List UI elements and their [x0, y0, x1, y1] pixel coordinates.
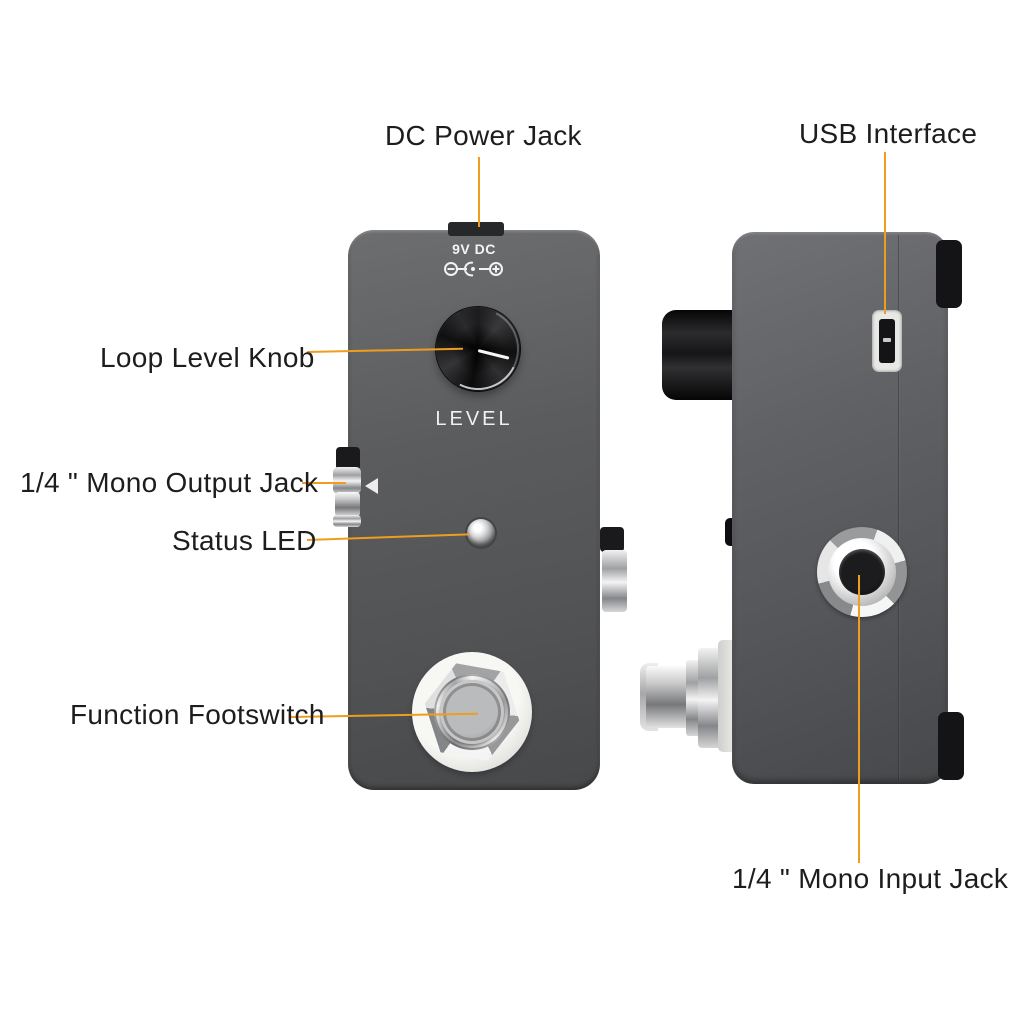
input-jack-edge-nut-cap — [600, 527, 624, 552]
pedal-front-view: 9V DC LEVEL — [333, 222, 627, 790]
callout-label-dc-power-jack: DC Power Jack — [385, 120, 582, 151]
rubber-foot-bottom — [938, 712, 964, 780]
side-screw-nub — [725, 518, 734, 546]
usb-pin-contact — [883, 338, 891, 342]
output-jack-ring — [333, 467, 361, 494]
callout-label-mono-output-jack: 1/4 " Mono Output Jack — [20, 467, 319, 498]
callout-label-mono-input-jack: 1/4 " Mono Input Jack — [732, 863, 1009, 894]
micro-usb-port — [879, 319, 895, 363]
usb-interface-recess — [872, 310, 902, 372]
rubber-foot-top — [936, 240, 962, 308]
level-knob-side-profile — [662, 310, 736, 400]
leader-line-usb-interface — [884, 152, 886, 314]
input-jack-edge-barrel — [602, 550, 627, 612]
left-arrow-marker-icon — [365, 478, 378, 494]
callout-label-status-led: Status LED — [172, 525, 317, 556]
leader-line-dc-power-jack — [478, 157, 480, 227]
panel-seam-line — [898, 235, 900, 781]
footswitch-side-collar — [686, 660, 700, 736]
function-footswitch-button — [440, 680, 504, 744]
level-caption: LEVEL — [435, 408, 513, 430]
pedal-side-body — [732, 232, 948, 784]
status-led — [467, 519, 495, 547]
leader-line-mono-output-jack — [302, 482, 346, 484]
footswitch-side-cylinder — [646, 666, 690, 728]
callout-label-loop-level-knob: Loop Level Knob — [100, 342, 315, 373]
callout-label-usb-interface: USB Interface — [799, 118, 978, 149]
output-jack-nut-cap — [336, 447, 360, 470]
output-jack-flange — [333, 515, 361, 527]
mono-input-jack-hole — [839, 549, 885, 595]
leader-line-mono-input-jack — [858, 575, 860, 863]
output-jack-barrel — [335, 492, 360, 517]
polarity-icon — [348, 260, 600, 283]
dc-power-jack — [448, 222, 504, 236]
callout-label-function-footswitch: Function Footswitch — [70, 699, 325, 730]
pedal-side-view — [640, 232, 964, 784]
power-rating-text: 9V DC — [452, 241, 496, 257]
